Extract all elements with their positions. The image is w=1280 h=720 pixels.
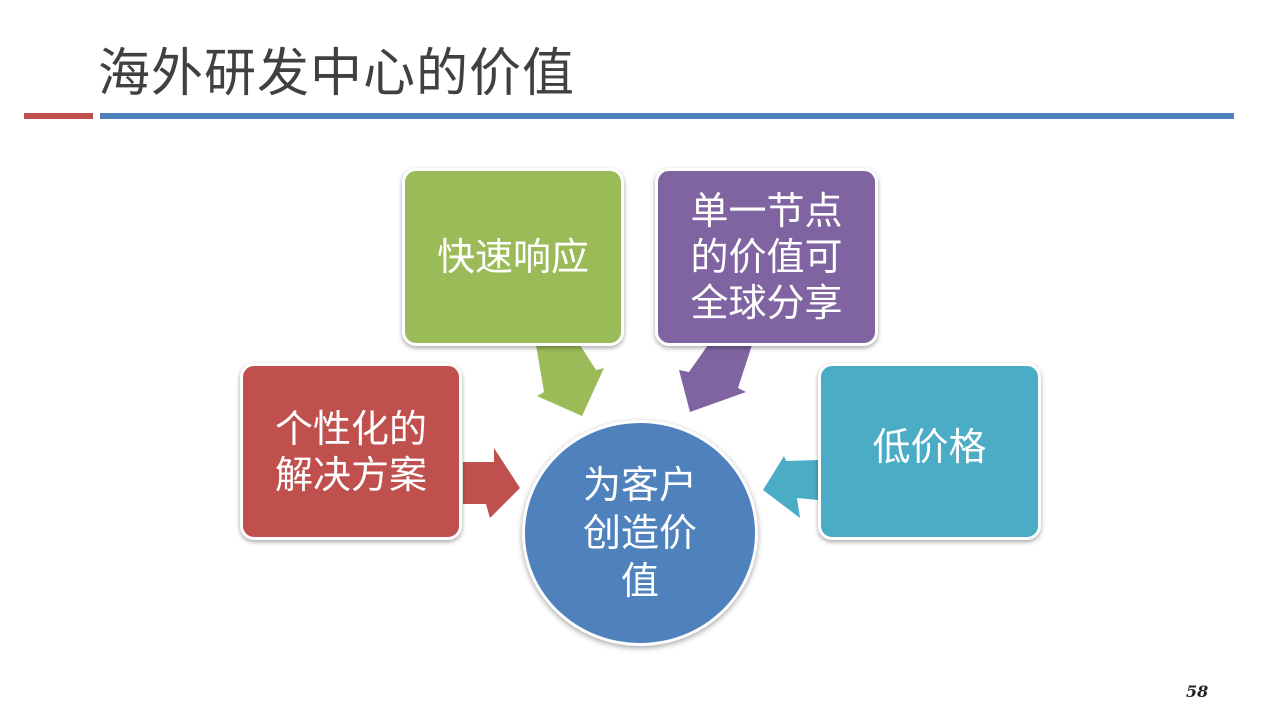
node-fast-response: 快速响应: [402, 168, 624, 346]
page-number: 58: [1186, 682, 1209, 701]
center-line-1: 为客户: [582, 463, 697, 507]
title-rule-blue: [100, 113, 1234, 119]
arrow-fast-to-center: [536, 345, 604, 416]
node-shared-line-2: 的价值可: [690, 235, 843, 279]
node-global-share: 单一节点 的价值可 全球分享: [655, 168, 878, 346]
node-shared-line-3: 全球分享: [690, 281, 843, 325]
node-fast-line-1: 快速响应: [436, 235, 589, 279]
title-rule-red: [24, 113, 93, 119]
node-personalized-solution: 个性化的 解决方案: [240, 363, 462, 540]
center-line-2: 创造价: [582, 511, 697, 555]
node-low-price: 低价格: [818, 363, 1041, 540]
center-line-3: 值: [620, 559, 659, 603]
center-node: 为客户 创造价 值: [522, 420, 758, 646]
node-lowprice-line-1: 低价格: [872, 425, 987, 469]
node-personalized-line-1: 个性化的: [274, 406, 427, 451]
arrow-lowprice-to-center: [763, 456, 818, 518]
node-shared-line-1: 单一节点: [690, 189, 843, 233]
arrow-shared-to-center: [679, 345, 752, 412]
slide-title: 海外研发中心的价值: [98, 44, 576, 104]
arrow-personalized-to-center: [463, 448, 520, 518]
node-personalized-line-2: 解决方案: [274, 452, 427, 497]
